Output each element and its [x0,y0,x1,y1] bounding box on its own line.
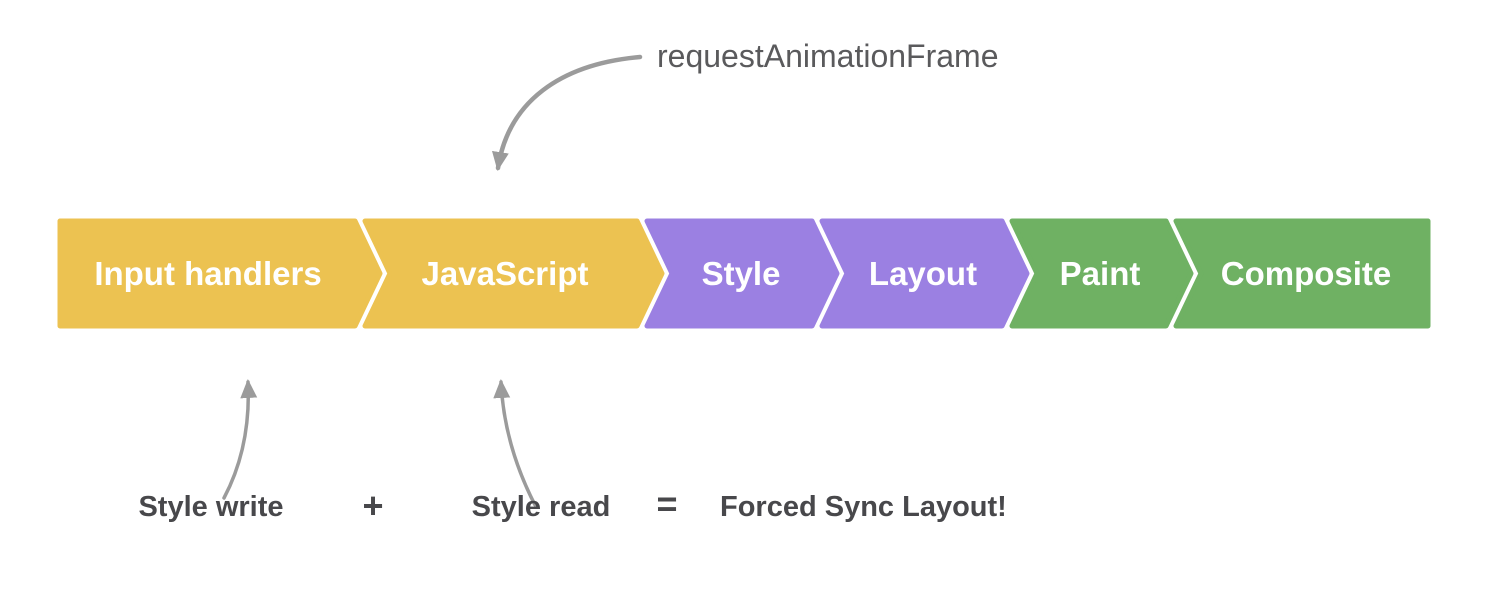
stage-chevron-style [644,218,840,329]
style-write-label: Style write [138,491,283,523]
plus-sign: + [362,485,383,526]
stage-bar: Input handlers JavaScript Style Layout P… [57,218,1431,329]
style-read-arrow-icon [493,379,537,507]
style-read-label: Style read [472,491,611,523]
style-write-arrow-icon [222,379,258,500]
raf-annotation-label: requestAnimationFrame [657,38,998,74]
stage-chevron-input-handlers [57,218,383,329]
stage-chevron-paint [1009,218,1194,329]
stage-labels: Input handlers JavaScript Style Layout P… [94,255,1391,292]
stage-chevron-layout [819,218,1030,329]
stage-label-composite: Composite [1221,255,1392,292]
stage-label-style: Style [702,255,781,292]
stage-label-input-handlers: Input handlers [94,255,321,292]
forced-sync-layout-label: Forced Sync Layout! [720,491,1007,523]
raf-curved-arrow-icon [492,54,643,171]
stage-label-javascript: JavaScript [422,255,589,292]
stage-chevron-composite [1173,218,1431,329]
equals-sign: = [656,483,677,524]
stage-chevron-javascript [362,218,665,329]
bottom-annotation-row: Style write + Style read = Forced Sync L… [138,483,1006,526]
stage-label-paint: Paint [1060,255,1141,292]
stage-label-layout: Layout [869,255,977,292]
